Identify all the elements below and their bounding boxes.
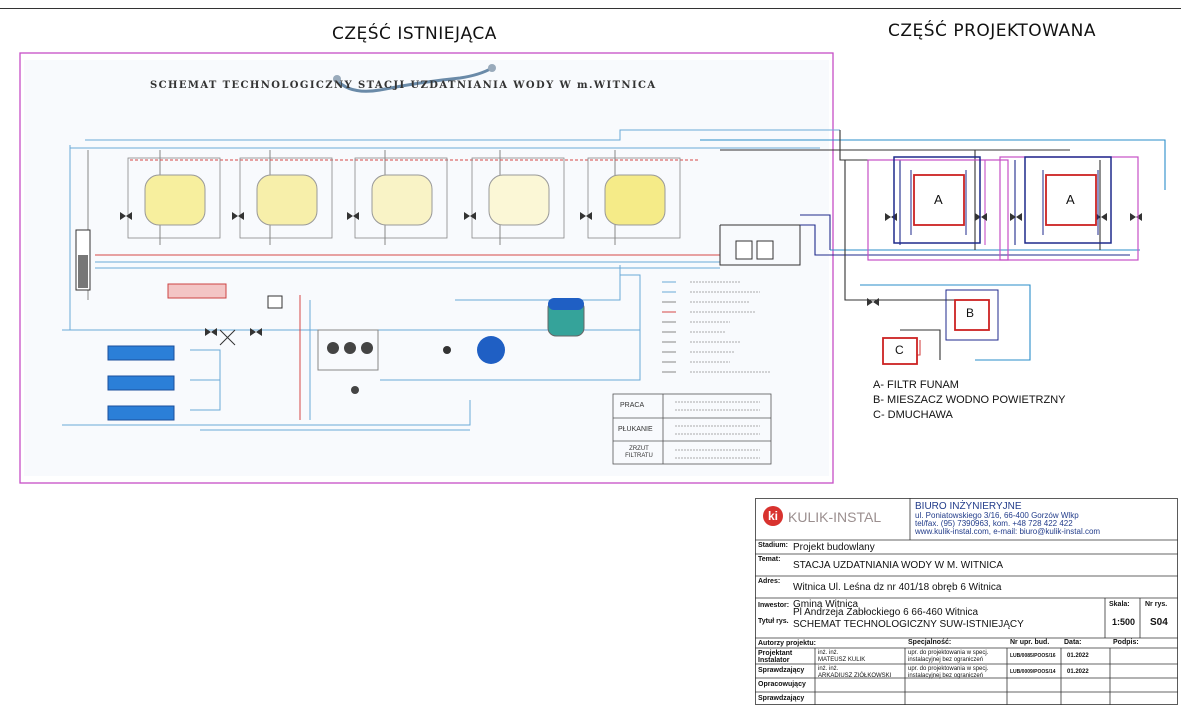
level-gauge-fill	[78, 255, 88, 288]
reservoir-2	[107, 375, 175, 391]
drawing-title-value: SCHEMAT TECHNOLOGICZNY SUW-ISTNIEJĄCY	[793, 619, 1024, 630]
projected-filter-housing-1	[893, 156, 981, 244]
stadium-label: Stadium:	[758, 542, 788, 549]
title-block: ki KULIK-INSTAL BIURO INŻYNIERYJNE ul. P…	[755, 498, 1179, 705]
col-authors: Autorzy projektu:	[758, 640, 816, 647]
designer-name: inż. inż. MATEUSZ KULIK	[818, 650, 866, 663]
checker-specialty: upr. do projektowania w specj. instalacy…	[908, 666, 989, 679]
filter-vessel-2	[256, 174, 318, 226]
subject-label: Temat:	[758, 556, 781, 563]
scan-operation-table	[612, 393, 772, 465]
scan-table-dots	[675, 401, 760, 459]
office-address: ul. Poniatowskiego 3/16, 66-400 Gorzów W…	[915, 511, 1079, 520]
legend-mixer: B- MIESZACZ WODNO POWIETRZNY	[873, 394, 1066, 406]
scan-wire-end	[333, 75, 341, 83]
projected-filter-frame-1	[867, 159, 1009, 261]
checker-date: 01.2022	[1067, 669, 1089, 675]
hydrofor-tank	[477, 336, 505, 364]
col-license: Nr upr. bud.	[1010, 639, 1050, 646]
reservoir-3	[107, 405, 175, 421]
company-logo-text: KULIK-INSTAL	[788, 509, 882, 525]
scan-wire-end	[488, 64, 496, 72]
check-valve	[219, 329, 236, 346]
compressor-2	[756, 240, 774, 260]
filter-funam-1	[913, 174, 965, 226]
filter-vessel-5	[604, 174, 666, 226]
legend-blower: C- DMUCHAWA	[873, 409, 953, 421]
legend-filter: A- FILTR FUNAM	[873, 379, 959, 391]
drawing-title-label: Tytuł rys.	[758, 618, 789, 625]
investor-label: Inwestor:	[758, 602, 790, 609]
scan-wire	[335, 66, 493, 93]
top-rule	[0, 8, 1181, 9]
filter-vessel-4	[488, 174, 550, 226]
aeration-tank-top	[548, 298, 584, 310]
scale-value: 1:500	[1112, 617, 1136, 627]
subject-value: STACJA UZDATNIANIA WODY W M. WITNICA	[793, 560, 1004, 571]
investor-value-1: Gmina Witnica	[793, 599, 859, 610]
water-air-mixer	[954, 299, 990, 331]
scale-label: Skala:	[1109, 601, 1130, 608]
office-web: www.kulik-instal.com, e-mail: biuro@kuli…	[915, 527, 1101, 536]
role-designer: Projektant Instalator	[758, 650, 793, 664]
col-specialty: Specjalność:	[908, 639, 952, 646]
mixer-frame	[945, 289, 999, 341]
compressor-1	[735, 240, 753, 260]
scan-title: SCHEMAT TECHNOLOGICZNY STACJI UZDATNIANI…	[150, 80, 657, 91]
role-checker-2: Sprawdzający	[758, 695, 805, 702]
checker-license: LUB/0009/POOS/14	[1010, 669, 1056, 675]
drawing-no-value: S04	[1150, 617, 1168, 628]
instrument-box	[267, 295, 283, 309]
filter-vessel-3	[371, 174, 433, 226]
existing-filters	[127, 157, 681, 239]
scan-table-row-rinse: PŁUKANIE	[618, 426, 653, 433]
col-date: Data:	[1064, 639, 1082, 646]
role-drafter: Opracowujący	[758, 681, 806, 688]
scan-table-row-work: PRACA	[620, 402, 645, 409]
role-checker: Sprawdzający	[758, 667, 805, 674]
designer-specialty: upr. do projektowania w specj. instalacy…	[908, 650, 989, 663]
drawing-no-label: Nr rys.	[1145, 601, 1168, 608]
checker-name: inż. inż. ARKADIUSZ ZIÓŁKOWSKI	[818, 666, 892, 679]
scan-table-row-discharge: ZRZUT FILTRATU	[625, 446, 653, 459]
address-label: Adres:	[758, 578, 781, 585]
blower-label-c: C	[895, 343, 904, 357]
col-signature: Podpis:	[1113, 639, 1139, 646]
office-phone: tel/fax. (95) 7390963, kom. +48 728 422 …	[915, 519, 1073, 528]
dosing-tank	[167, 283, 227, 299]
office-name: BIURO INŻYNIERYJNE	[915, 501, 1022, 512]
reservoir-1	[107, 345, 175, 361]
blower	[882, 337, 918, 365]
investor-value-2: Pl Andrzeja Zabłockiego 6 66-460 Witnica	[793, 607, 979, 618]
stadium-value: Projekt budowlany	[793, 542, 875, 553]
existing-part-header: CZĘŚĆ ISTNIEJĄCA	[332, 24, 497, 44]
pump-group	[317, 329, 379, 394]
projected-part-header: CZĘŚĆ PROJEKTOWANA	[888, 21, 1096, 41]
designer-date: 01.2022	[1067, 653, 1089, 659]
filter-label-a-2: A	[1066, 192, 1075, 207]
company-logo-icon: ki	[763, 506, 783, 526]
scan-legend-lines	[662, 281, 770, 373]
filter-label-a-1: A	[934, 192, 943, 207]
small-pump	[443, 346, 451, 354]
filter-vessel-1	[144, 174, 206, 226]
mixer-label-b: B	[966, 306, 975, 320]
projected-filter-housing-2	[1024, 156, 1112, 244]
filter-funam-2	[1045, 174, 1097, 226]
address-value: Witnica Ul. Leśna dz nr 401/18 obręb 6 W…	[793, 582, 1002, 593]
designer-license: LUB/0085/POOS/16	[1010, 653, 1056, 659]
